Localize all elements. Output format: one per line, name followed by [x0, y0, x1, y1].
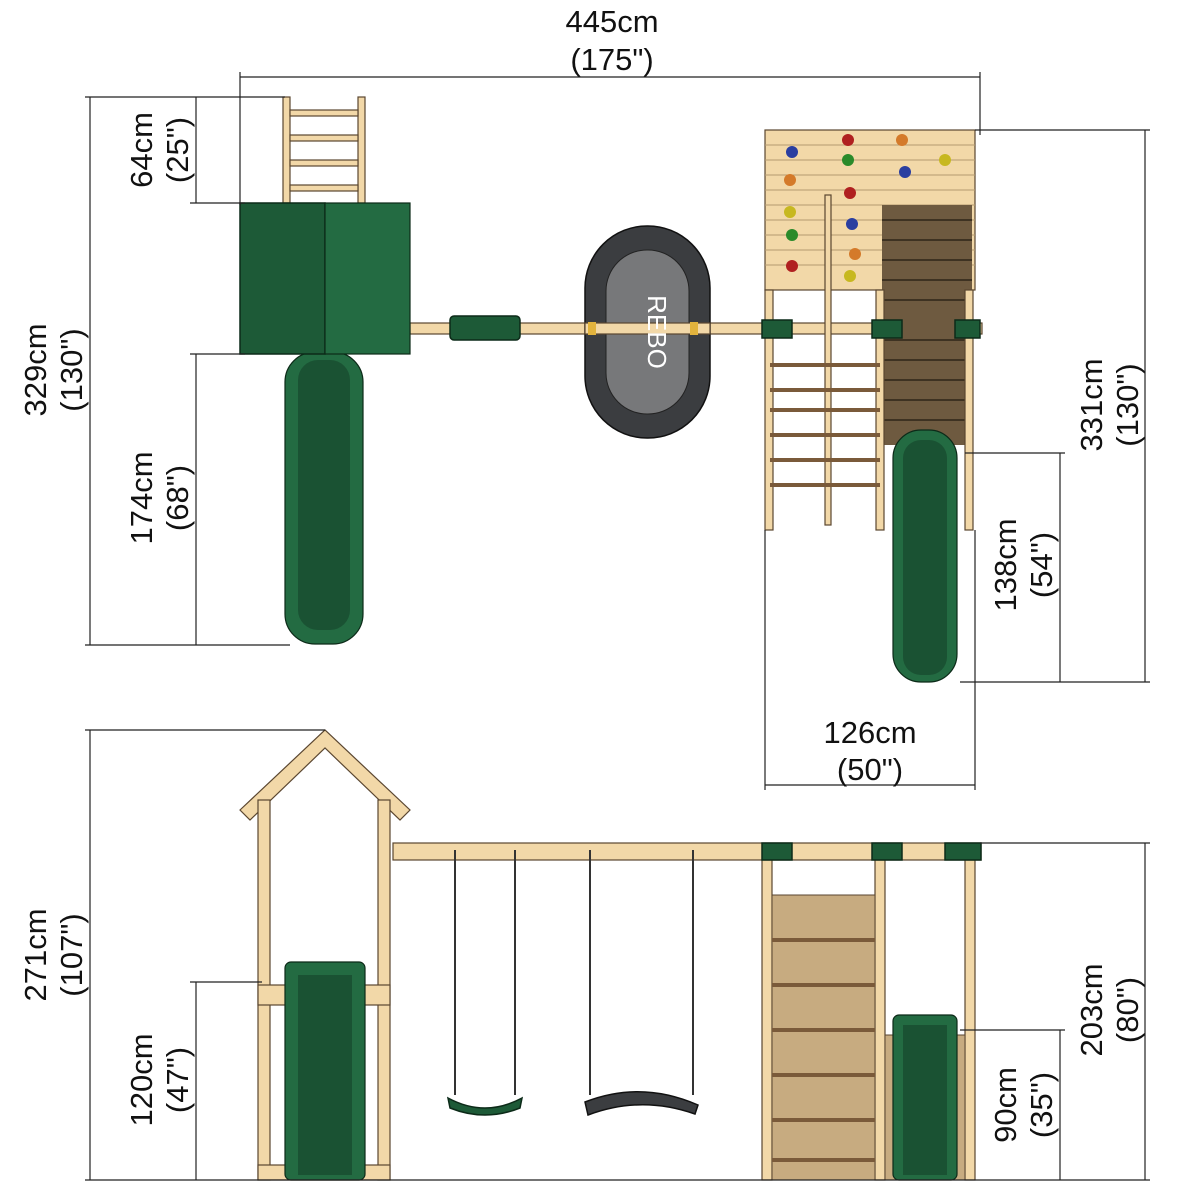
- left-depth-cm: 329cm: [18, 323, 53, 416]
- beam-height-cm: 203cm: [1074, 963, 1109, 1056]
- total-width-cm: 445cm: [565, 4, 658, 39]
- right-depth-cm: 331cm: [1074, 358, 1109, 451]
- tower-slide-length-cm: 174cm: [124, 451, 159, 544]
- left-depth-in: (130"): [54, 328, 89, 411]
- side-platform-height-cm: 90cm: [988, 1067, 1023, 1143]
- nest-swing-top: REBO: [584, 225, 711, 439]
- swing-seat-top: [449, 315, 521, 341]
- belt-swing-seat: [446, 1096, 524, 1116]
- side-platform-height-in: (35"): [1024, 1072, 1059, 1138]
- total-width-in: (175"): [570, 42, 653, 77]
- tower-slide-length-in: (68"): [160, 465, 195, 531]
- top-view: REBO: [239, 96, 983, 683]
- platform-height-in: (47"): [160, 1047, 195, 1113]
- climbing-frame-width-cm: 126cm: [823, 715, 916, 750]
- beam-height-in: (80"): [1110, 977, 1145, 1043]
- total-height-cm: 271cm: [18, 908, 53, 1001]
- tower-roof-top: [239, 202, 411, 355]
- platform-height-cm: 120cm: [124, 1033, 159, 1126]
- ladder-top: [282, 96, 366, 204]
- total-height-in: (107"): [54, 913, 89, 996]
- rebo-logo: REBO: [642, 295, 672, 369]
- cargo-net-top: [761, 194, 981, 531]
- climbing-wall-top: [764, 129, 976, 445]
- climbing-frame-width-in: (50"): [837, 752, 903, 787]
- disc-swing-seat: [584, 1090, 699, 1117]
- climbing-frame-front: [761, 842, 982, 1181]
- ladder-length-in: (25"): [160, 117, 195, 183]
- dimension-lines: [85, 72, 1150, 1181]
- swings-front: [446, 850, 699, 1117]
- dimension-labels: 445cm (175") 64cm (25") 329cm (130") 174…: [18, 4, 1145, 1143]
- tower-front: [239, 729, 411, 1181]
- right-depth-in: (130"): [1110, 363, 1145, 446]
- side-slide-length-in: (54"): [1024, 532, 1059, 598]
- front-view: [239, 729, 982, 1181]
- ladder-length-cm: 64cm: [124, 112, 159, 188]
- side-slide-length-cm: 138cm: [988, 518, 1023, 611]
